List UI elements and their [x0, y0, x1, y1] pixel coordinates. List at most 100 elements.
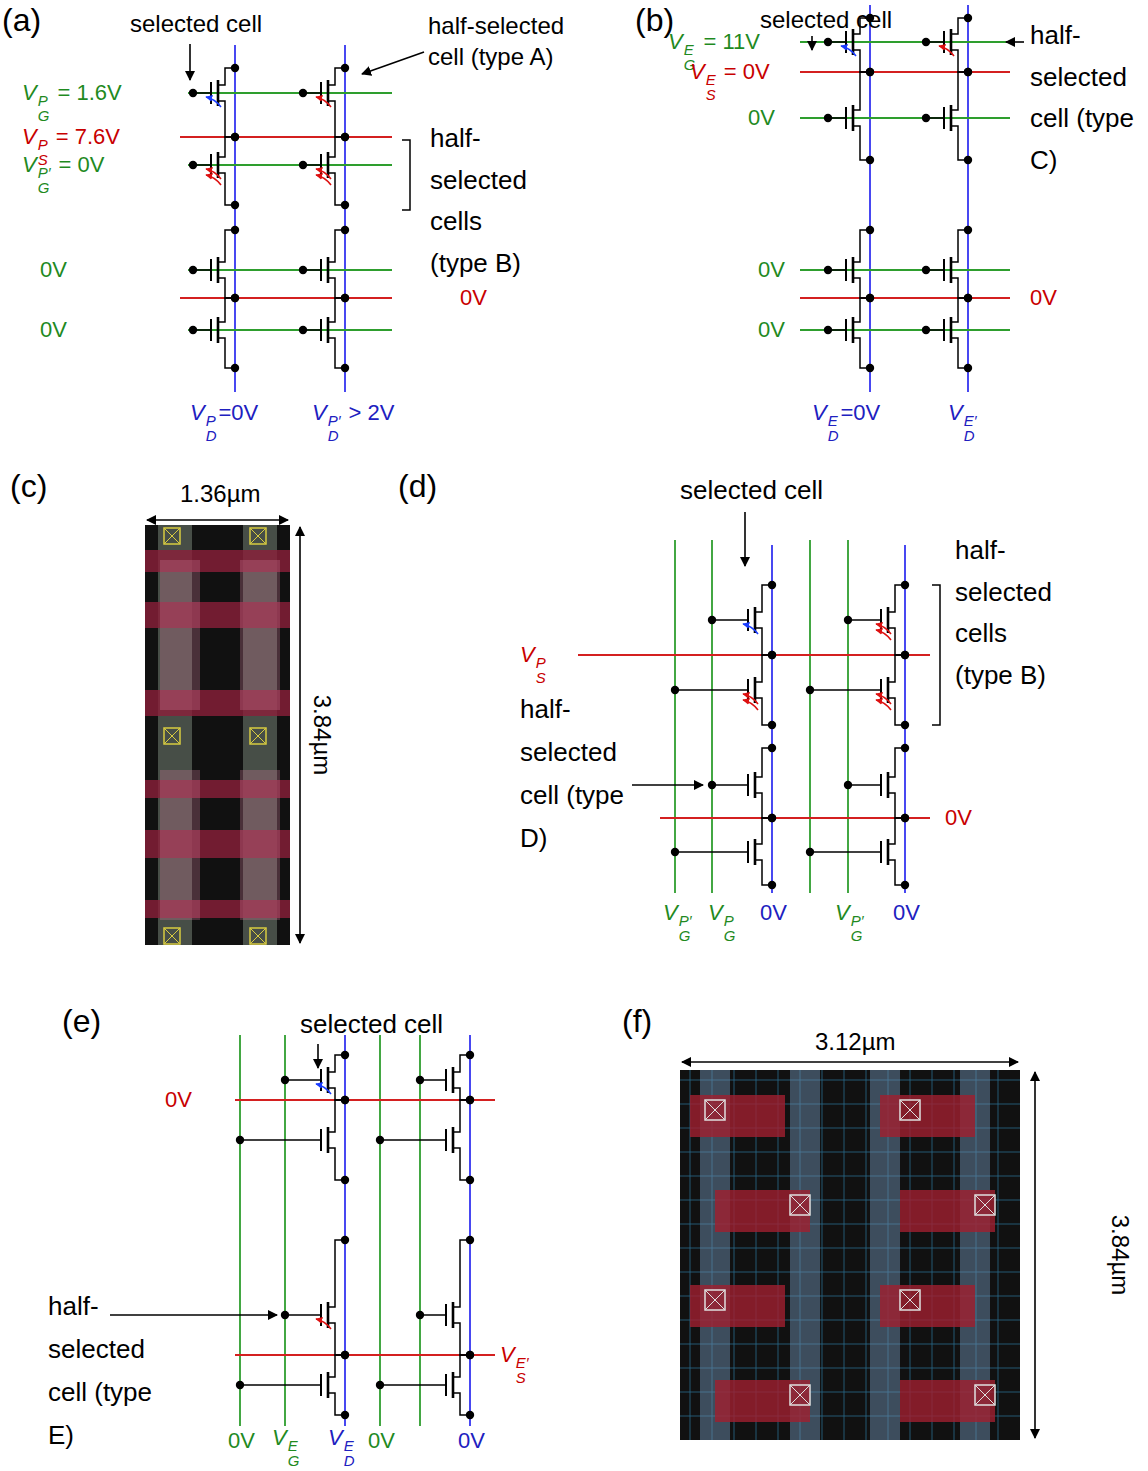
panel-letter: (e) — [62, 1003, 101, 1040]
source-wire — [218, 298, 235, 322]
contact-cross — [250, 528, 266, 544]
node-dot — [922, 266, 930, 274]
word-line — [419, 1035, 421, 1426]
layout-region — [715, 1380, 810, 1422]
node-dot — [824, 114, 832, 122]
layout-region — [690, 1095, 785, 1137]
bit-line — [771, 545, 773, 893]
node-dot — [806, 848, 814, 856]
contact-cross — [705, 1100, 725, 1120]
node-dot — [341, 1351, 349, 1359]
signal-label: 0V — [893, 900, 920, 925]
layout-ground — [680, 1070, 1020, 1440]
node-dot — [964, 294, 972, 302]
node-dot — [231, 364, 239, 372]
contact-cross — [250, 728, 266, 744]
contact-cross — [900, 1100, 920, 1120]
contact-cross — [900, 1290, 920, 1310]
contact-box — [164, 728, 180, 744]
drain-wire — [328, 1148, 345, 1180]
carrier-arrow — [316, 97, 331, 107]
source-wire — [755, 628, 772, 655]
node-dot — [299, 326, 307, 334]
carrier-arrow — [876, 630, 891, 640]
bit-line — [469, 1035, 471, 1426]
contact-cross — [164, 528, 180, 544]
signal-label: half-selected cell (type A) — [428, 10, 603, 72]
node-dot — [189, 89, 197, 97]
drain-wire — [888, 585, 905, 612]
dimension-label: 3.84µm — [308, 695, 336, 776]
node-dot — [341, 133, 349, 141]
node-dot — [189, 326, 197, 334]
node-dot — [824, 38, 832, 46]
node-dot — [341, 226, 349, 234]
node-dot — [281, 1076, 289, 1084]
node-dot — [466, 1096, 474, 1104]
node-dot — [824, 326, 832, 334]
panel-letter: (a) — [2, 2, 41, 39]
drain-wire — [888, 860, 905, 885]
node-dot — [768, 814, 776, 822]
transistor-channel — [950, 317, 953, 343]
transistor-channel — [452, 1372, 455, 1398]
contact-cross — [250, 928, 266, 944]
drain-wire — [328, 338, 345, 368]
carrier-arrow — [206, 97, 221, 107]
source-line — [800, 71, 1010, 73]
contact-cross — [250, 928, 266, 944]
source-wire — [755, 818, 772, 844]
layout-region — [880, 1285, 975, 1327]
layout-region — [690, 1285, 785, 1327]
transistor-channel — [452, 1302, 455, 1328]
contact-cross — [790, 1385, 810, 1405]
carrier-arrow — [876, 700, 891, 710]
signal-label: VDE=0V — [812, 400, 880, 444]
node-dot — [236, 1136, 244, 1144]
signal-label: VDP=0V — [190, 400, 258, 444]
signal-label: selected cell — [130, 10, 262, 38]
node-dot — [299, 161, 307, 169]
drain-wire — [755, 698, 772, 725]
leader-arrow — [189, 44, 191, 80]
gate-lead — [380, 1384, 446, 1386]
contact-box — [790, 1195, 810, 1215]
source-wire — [888, 655, 905, 682]
signal-label: VGP′ — [835, 900, 865, 944]
node-dot — [466, 1051, 474, 1059]
transistor-channel — [452, 1127, 455, 1153]
node-dot — [231, 64, 239, 72]
signal-label: 0V — [228, 1428, 255, 1453]
node-dot — [901, 814, 909, 822]
signal-label: VSE = 0V — [690, 59, 770, 103]
node-dot — [231, 294, 239, 302]
signal-label: selected cell — [300, 1010, 443, 1040]
layout-ground — [145, 525, 290, 945]
node-dot — [866, 226, 874, 234]
layout-region — [240, 770, 280, 920]
node-dot — [901, 651, 909, 659]
transistor-channel — [852, 257, 855, 283]
signal-label: VGP′ — [663, 900, 693, 944]
panel-letter: (c) — [10, 468, 47, 505]
node-dot — [341, 64, 349, 72]
contact-cross — [790, 1195, 810, 1215]
node-dot — [901, 651, 909, 659]
leader-arrow — [1006, 41, 1024, 43]
node-dot — [466, 1236, 474, 1244]
signal-label: 0V — [748, 105, 775, 130]
source-line — [578, 654, 930, 656]
source-wire — [328, 298, 345, 322]
transistor-channel — [452, 1067, 455, 1093]
word-line — [379, 1035, 381, 1426]
dimension-label: 3.84µm — [1106, 1215, 1134, 1296]
bit-line — [344, 45, 346, 392]
signal-label: VDE′ — [948, 400, 978, 444]
node-dot — [376, 1136, 384, 1144]
node-dot — [866, 294, 874, 302]
gate-lead — [675, 689, 748, 691]
contact-cross — [250, 728, 266, 744]
signal-label: 0V — [368, 1428, 395, 1453]
node-dot — [768, 651, 776, 659]
contact-box — [164, 528, 180, 544]
